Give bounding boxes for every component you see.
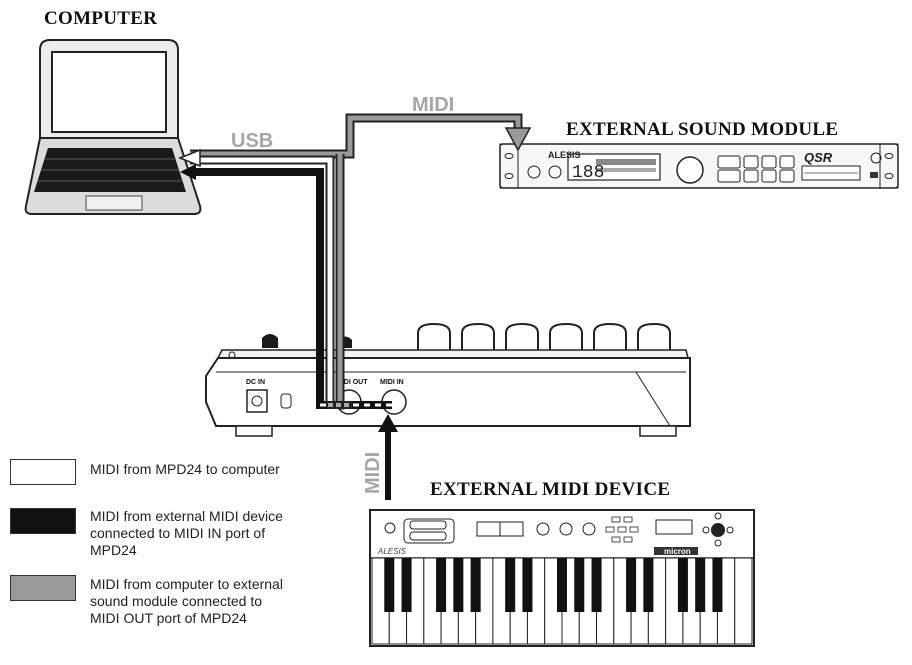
laptop-illustration <box>24 39 202 215</box>
midi-in-port-label: MIDI IN <box>380 379 404 386</box>
black-key <box>401 558 412 612</box>
white-key <box>734 557 753 645</box>
black-key <box>643 558 654 612</box>
legend-text-black: MIDI from external MIDI device connected… <box>90 508 283 558</box>
midi-out-cable-label: MIDI <box>412 94 454 116</box>
module-brand-label: ALESIS <box>548 150 581 160</box>
midi-in-cable-label: MIDI <box>362 452 384 494</box>
legend-text-white: MIDI from MPD24 to computer <box>90 461 280 477</box>
black-key <box>522 558 533 612</box>
keyboard-black-keys <box>384 558 723 612</box>
black-key <box>695 558 706 612</box>
black-key <box>436 558 447 612</box>
module-model-label: QSR <box>804 150 833 165</box>
black-key <box>574 558 585 612</box>
legend-swatch-black <box>10 508 76 534</box>
module-display-readout: 188 <box>572 163 604 183</box>
black-key <box>591 558 602 612</box>
sound-module-illustration <box>499 143 899 189</box>
legend-text-gray: MIDI from computer to external sound mod… <box>90 576 283 626</box>
legend-swatch-gray <box>10 575 76 601</box>
black-key <box>453 558 464 612</box>
black-cable-device-to-computer <box>180 164 398 500</box>
black-key <box>505 558 516 612</box>
legend-swatch-white <box>10 459 76 485</box>
black-key <box>677 558 688 612</box>
keyboard-brand-label: ALESIS <box>377 547 407 556</box>
usb-cable-label: USB <box>231 130 273 152</box>
keyboard-white-keys <box>371 557 753 645</box>
dc-in-port-label: DC IN <box>246 379 265 386</box>
black-key <box>384 558 395 612</box>
computer-title: COMPUTER <box>44 8 158 29</box>
black-key <box>626 558 637 612</box>
midi-device-title: EXTERNAL MIDI DEVICE <box>430 479 671 500</box>
black-key <box>556 558 568 612</box>
keyboard-model-label: micron <box>664 547 691 556</box>
mpd24-illustration <box>205 322 691 437</box>
midi-out-port-label: MIDI OUT <box>336 379 368 386</box>
sound-module-title: EXTERNAL SOUND MODULE <box>566 119 839 140</box>
white-cable-mpd-to-computer <box>177 148 335 405</box>
black-key <box>712 558 723 612</box>
black-key <box>470 558 481 612</box>
